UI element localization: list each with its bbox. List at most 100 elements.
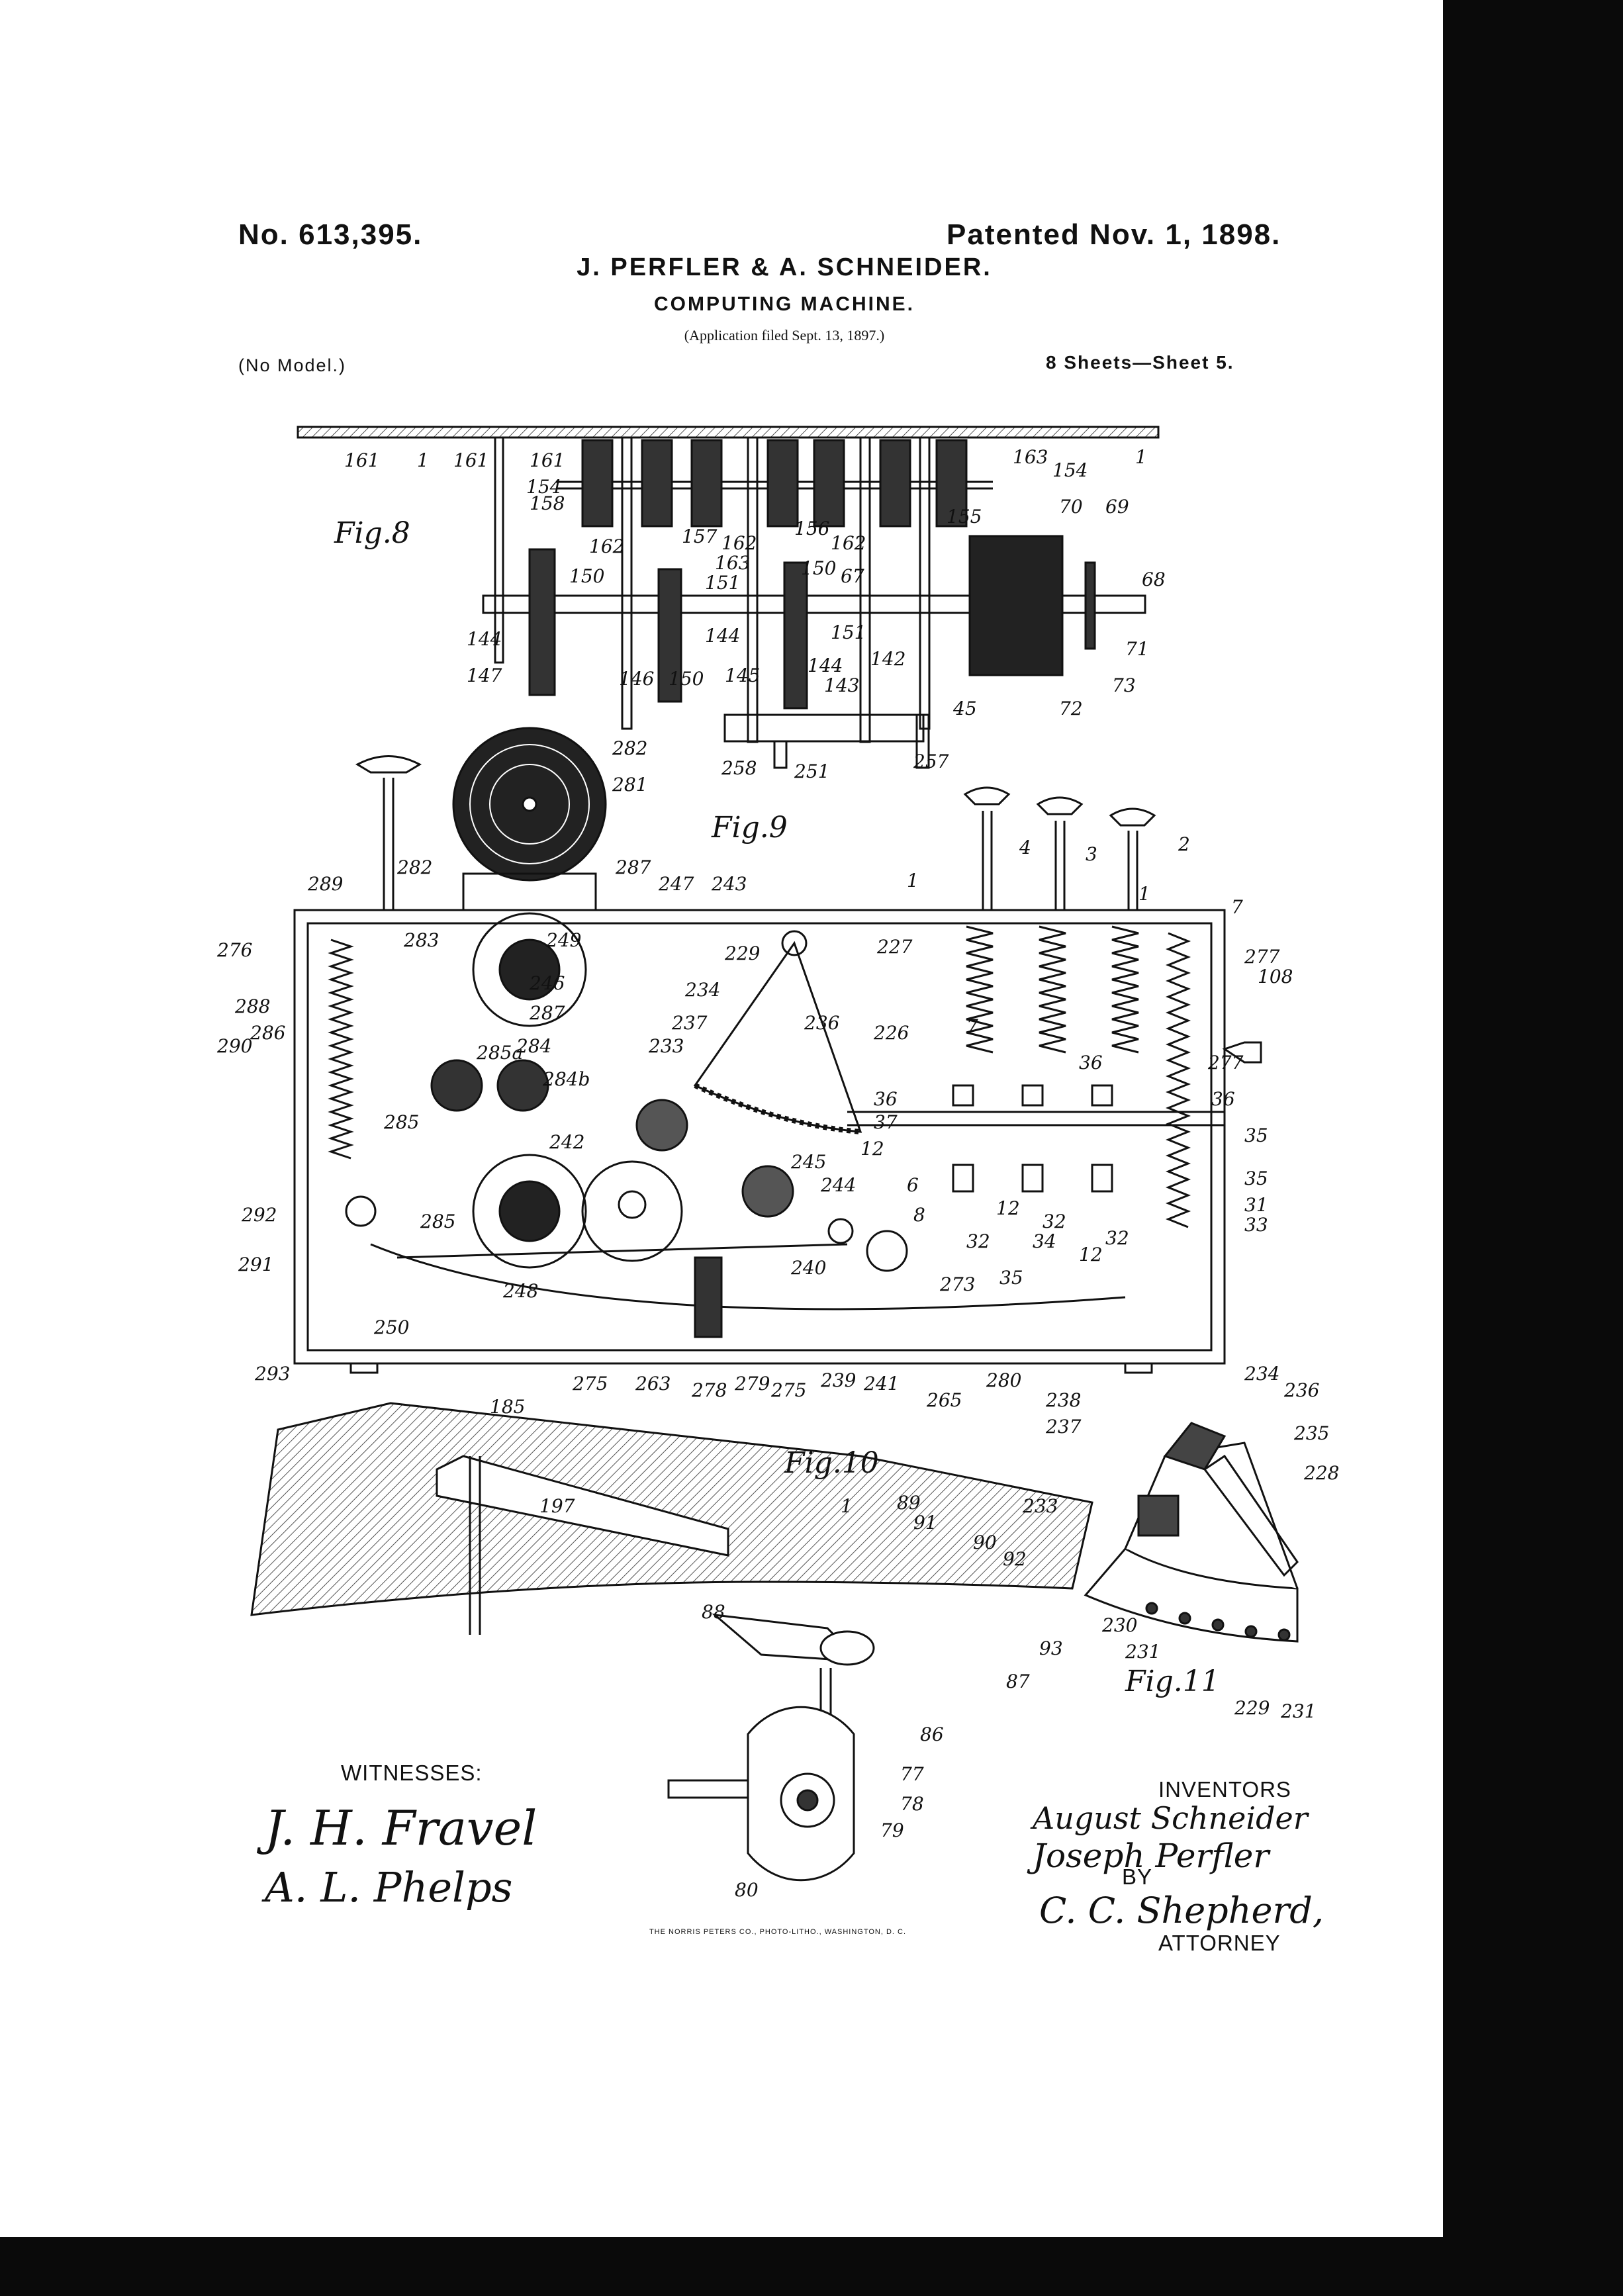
numeral: 273	[939, 1273, 975, 1295]
patent-date: Patented Nov. 1, 1898.	[947, 218, 1281, 251]
numeral: 151	[831, 621, 866, 643]
numeral: 161	[530, 449, 565, 471]
numeral: 79	[880, 1819, 904, 1841]
numeral: 12	[996, 1197, 1020, 1219]
fig8-drawing	[297, 426, 1160, 769]
numeral: 234	[684, 979, 720, 1001]
numeral: 32	[1105, 1227, 1129, 1249]
inventor-signature: August Schneider	[1033, 1800, 1308, 1836]
fig11-label: Fig.11	[1125, 1665, 1220, 1698]
model-note: (No Model.)	[238, 355, 347, 375]
numeral: 154	[526, 476, 561, 498]
numeral: 35	[1244, 1125, 1268, 1146]
numeral: 229	[724, 942, 760, 964]
numeral: 245	[790, 1151, 826, 1173]
numeral: 1	[1135, 446, 1147, 468]
numeral: 233	[648, 1035, 684, 1057]
numeral: 35	[999, 1267, 1023, 1289]
numeral: 285	[420, 1211, 455, 1232]
numeral: 34	[1033, 1230, 1056, 1252]
numeral: 251	[794, 760, 829, 782]
fig8-numerals: 161 1 161 161 163 154 158 162 157 162 15…	[344, 446, 1166, 782]
numeral: 239	[820, 1369, 856, 1391]
numeral: 157	[682, 526, 718, 547]
fig11-drawing	[1084, 1422, 1299, 1643]
numeral: 12	[1079, 1244, 1103, 1265]
numeral: 284	[516, 1035, 551, 1057]
attorney-label: ATTORNEY	[1158, 1931, 1281, 1955]
numeral: 36	[874, 1088, 898, 1110]
numeral: 285a	[476, 1042, 523, 1064]
numeral: 89	[897, 1492, 921, 1514]
numeral: 144	[705, 625, 740, 647]
numeral: 88	[702, 1601, 725, 1623]
numeral: 150	[569, 565, 604, 587]
numeral: 281	[612, 774, 647, 796]
numeral: 247	[658, 873, 694, 895]
numeral: 4	[1019, 837, 1031, 858]
sheet-count: 8 Sheets—Sheet 5.	[1046, 352, 1234, 373]
witnesses-label: WITNESSES:	[341, 1761, 483, 1785]
numeral: 3	[1086, 843, 1097, 865]
numeral: 277	[1244, 946, 1280, 968]
numeral: 289	[307, 873, 343, 895]
numeral: 87	[1006, 1671, 1030, 1692]
numeral: 92	[1003, 1548, 1027, 1570]
numeral: 77	[900, 1763, 924, 1785]
numeral: 226	[873, 1022, 909, 1044]
numeral: 150	[669, 668, 704, 690]
numeral: 32	[966, 1230, 990, 1252]
numeral: 67	[841, 565, 864, 587]
numeral: 80	[735, 1879, 759, 1901]
numeral: 31	[1244, 1194, 1268, 1216]
numeral: 284b	[542, 1068, 590, 1090]
numeral: 37	[874, 1111, 898, 1133]
by-label: BY	[1122, 1864, 1153, 1889]
numeral: 162	[589, 535, 624, 557]
numeral: 2	[1178, 833, 1190, 855]
numeral: 45	[952, 698, 977, 719]
numeral: 70	[1059, 496, 1083, 518]
numeral: 93	[1039, 1637, 1063, 1659]
patent-title: COMPUTING MACHINE.	[654, 293, 915, 315]
inventors-line: J. PERFLER & A. SCHNEIDER.	[577, 253, 992, 281]
numeral: 282	[612, 737, 647, 759]
numeral: 33	[1244, 1214, 1268, 1236]
patent-number: No. 613,395.	[238, 218, 423, 251]
numeral: 246	[529, 972, 565, 994]
numeral: 275	[770, 1379, 806, 1401]
fig10-label: Fig.10	[784, 1446, 879, 1480]
numeral: 290	[216, 1035, 252, 1057]
numeral: 233	[1022, 1495, 1058, 1517]
numeral: 197	[539, 1495, 575, 1517]
numeral: 236	[804, 1012, 839, 1034]
numeral: 292	[241, 1204, 277, 1226]
numeral: 6	[907, 1174, 919, 1196]
numeral: 144	[467, 628, 502, 650]
numeral: 257	[913, 751, 949, 772]
printer-credit: THE NORRIS PETERS CO., PHOTO-LITHO., WAS…	[649, 1928, 907, 1936]
numeral: 227	[876, 936, 913, 958]
numeral: 86	[920, 1723, 944, 1745]
numeral: 8	[913, 1204, 925, 1226]
patent-sheet	[0, 0, 1443, 2237]
scan-border-right	[1443, 0, 1623, 2296]
numeral: 280	[986, 1369, 1021, 1391]
numeral: 241	[863, 1373, 899, 1395]
numeral: 231	[1125, 1641, 1160, 1663]
numeral: 145	[725, 665, 760, 686]
fig10-drawing	[250, 1402, 1093, 1882]
inventor-signature: Joseph Perfler	[1033, 1837, 1270, 1875]
numeral: 73	[1112, 674, 1136, 696]
numeral: 1	[841, 1495, 853, 1517]
numeral: 291	[238, 1254, 273, 1275]
numeral: 68	[1142, 569, 1166, 590]
fig10-numerals: 185 197 1 89 91 90 92 88 93 87 86 77 78 …	[490, 1396, 1063, 1901]
numeral: 231	[1280, 1700, 1316, 1722]
numeral: 91	[913, 1512, 937, 1534]
numeral: 287	[529, 1002, 565, 1024]
numeral: 237	[1045, 1416, 1082, 1438]
numeral: 258	[721, 757, 757, 779]
attorney-signature: C. C. Shepherd,	[1039, 1890, 1324, 1931]
numeral: 163	[1013, 446, 1048, 468]
